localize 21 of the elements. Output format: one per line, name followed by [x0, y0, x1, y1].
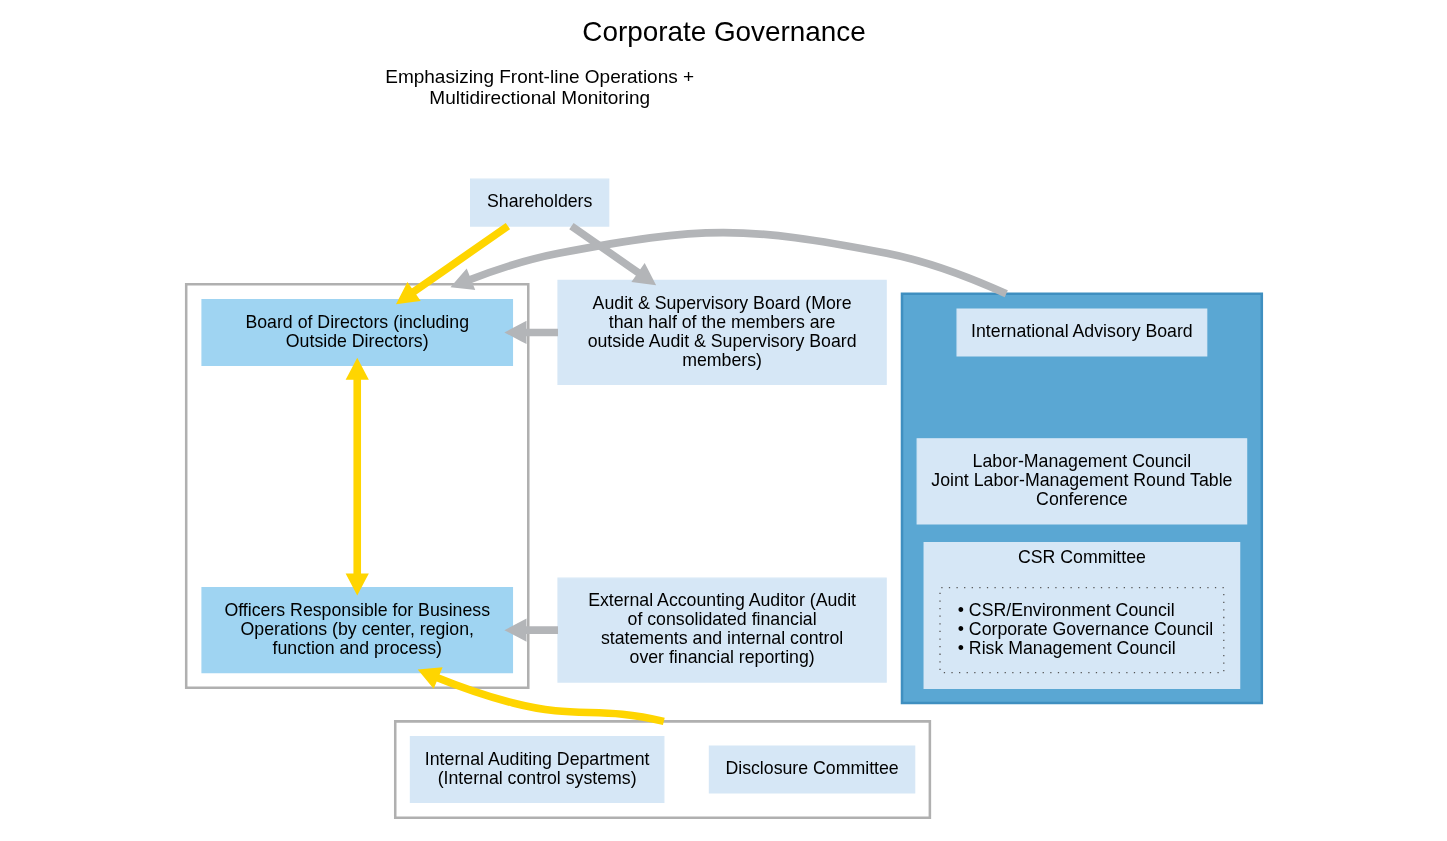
diagram-title: Corporate Governance	[581, 15, 866, 47]
arrow	[449, 228, 1008, 298]
arrow	[503, 320, 558, 345]
arrow	[503, 618, 558, 642]
arrow	[417, 667, 665, 726]
label: Emphasizing Front-line Operations + Multidirectional Monitoring	[384, 65, 694, 109]
node-box: Audit & Supervisory Board (More than half of the members are outside Audit & Supervisory Board members)	[556, 279, 887, 386]
arrow	[568, 222, 656, 286]
cluster	[393, 720, 931, 819]
arrow	[345, 357, 369, 596]
node-box: Labor-Management Council Joint Labor-Management Round Table Conference	[916, 438, 1247, 525]
node-box: Shareholders	[469, 178, 609, 227]
node-box: Disclosure Committee	[708, 745, 915, 794]
arrow	[395, 222, 510, 305]
node-box: Officers Responsible for Business Operations (by center, region, function and process)	[200, 587, 513, 674]
cluster	[900, 292, 1263, 705]
node-box: External Accounting Auditor (Audit of consolidated financial statements and internal control over financial reporting)	[556, 577, 887, 683]
node-box: • CSR/Environment Council • Corporate Governance Council • Risk Management Council	[938, 587, 1224, 674]
node-box: Internal Auditing Department (Internal control systems)	[409, 735, 664, 804]
node-box: International Advisory Board	[955, 308, 1207, 357]
node-box: Board of Directors (including Outside Directors)	[200, 298, 513, 367]
